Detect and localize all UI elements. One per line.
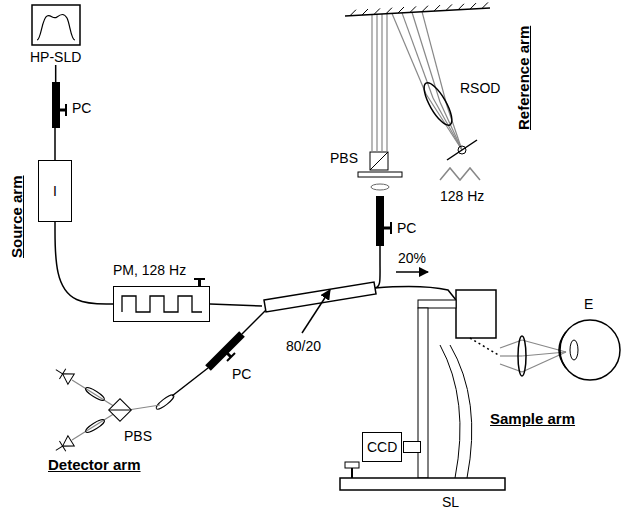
light-beams	[372, 12, 462, 152]
camera-box: CCD	[362, 432, 402, 462]
wave-plate	[358, 172, 402, 177]
scan-mirror	[470, 338, 500, 356]
node-text: HP-SLD	[30, 49, 81, 65]
optical-fiber	[55, 222, 113, 304]
controller-handle	[384, 227, 391, 230]
controller-handle	[225, 351, 231, 357]
collimator-lens	[154, 393, 175, 411]
arm-title: Source arm	[8, 175, 26, 258]
polarization-controller	[52, 82, 66, 128]
triangle-wave	[440, 168, 480, 180]
eye	[560, 320, 620, 380]
ratio-label: 20%	[398, 250, 426, 266]
joystick	[351, 468, 353, 478]
node-text: 80/20	[286, 338, 380, 354]
focusing-lens	[84, 418, 106, 435]
modulator-knob	[198, 279, 201, 286]
controller-handle	[65, 104, 67, 116]
optical-fiber	[54, 65, 56, 160]
component-label: PBS	[124, 428, 152, 444]
scan-head	[456, 290, 496, 338]
photodetector	[53, 365, 75, 385]
component-label: PC	[72, 100, 91, 116]
collimator-lens	[371, 184, 389, 190]
controller-body	[376, 196, 384, 246]
node-text: PM, 128 Hz	[113, 262, 210, 278]
isolator-box: I	[38, 160, 72, 222]
split-arrow	[396, 271, 428, 273]
camera-mount	[403, 441, 421, 453]
eye-lens	[570, 340, 578, 360]
beam-splitter-cube	[370, 152, 388, 170]
joystick	[345, 462, 359, 468]
text-holder: HP-SLD	[30, 49, 81, 65]
reference-arm	[345, 2, 490, 246]
component-label: PBS	[330, 150, 358, 166]
beam-splitter-face	[370, 152, 388, 170]
photodetector	[53, 436, 75, 456]
controller-body	[208, 334, 242, 368]
optical-fiber	[210, 304, 262, 306]
detector-fiber	[242, 310, 266, 334]
chin-rest	[440, 345, 460, 478]
fourier-lens	[419, 79, 457, 129]
beam-splitter-cube	[109, 399, 132, 422]
fiber-coupler: 80/20	[262, 276, 380, 356]
component-label: PC	[232, 366, 251, 382]
chin-rest	[450, 345, 472, 478]
base-plate	[340, 478, 505, 490]
text-holder: PM, 128 Hz	[113, 262, 210, 278]
cornea	[559, 332, 566, 368]
spectrum-display	[31, 4, 81, 46]
detector-arm	[53, 334, 242, 455]
controller-handle	[227, 353, 235, 361]
ratio-arrow	[302, 290, 330, 333]
beam-splitter-face	[109, 410, 131, 411]
component-label: PC	[397, 220, 416, 236]
modulator-housing	[113, 286, 210, 322]
ocular-lens	[518, 336, 526, 376]
component-label: E	[584, 296, 593, 312]
sample-fiber	[375, 287, 456, 300]
arm-title: Sample arm	[490, 410, 575, 428]
coupler-body	[264, 282, 376, 312]
controller-handle	[390, 222, 392, 234]
diffraction-grating	[345, 8, 490, 16]
light-source: HP-SLD	[30, 4, 81, 65]
focusing-lens	[84, 386, 106, 403]
grating-hatch	[350, 2, 488, 15]
node-text: I	[53, 183, 57, 199]
square-wave	[114, 287, 208, 320]
arm-title: Detector arm	[48, 456, 141, 474]
component-label: RSOD	[460, 80, 500, 96]
text-holder: 80/20	[262, 276, 380, 354]
fiber	[172, 368, 208, 396]
modulator-box: PM, 128 Hz	[113, 262, 210, 322]
square-wave	[122, 296, 202, 312]
galvo-mirror	[447, 140, 477, 160]
arm-title: Reference arm	[515, 26, 533, 130]
display-frame	[32, 5, 80, 45]
modulator-knob	[194, 278, 205, 280]
reference-fiber	[375, 245, 380, 288]
support-arm	[418, 300, 456, 308]
slit-lamp	[340, 290, 620, 490]
frequency-label: 128 Hz	[440, 188, 484, 204]
light-beams	[500, 340, 566, 372]
component-label: SL	[442, 494, 459, 510]
spectrum-curve	[37, 15, 75, 41]
node-text: CCD	[367, 439, 397, 455]
